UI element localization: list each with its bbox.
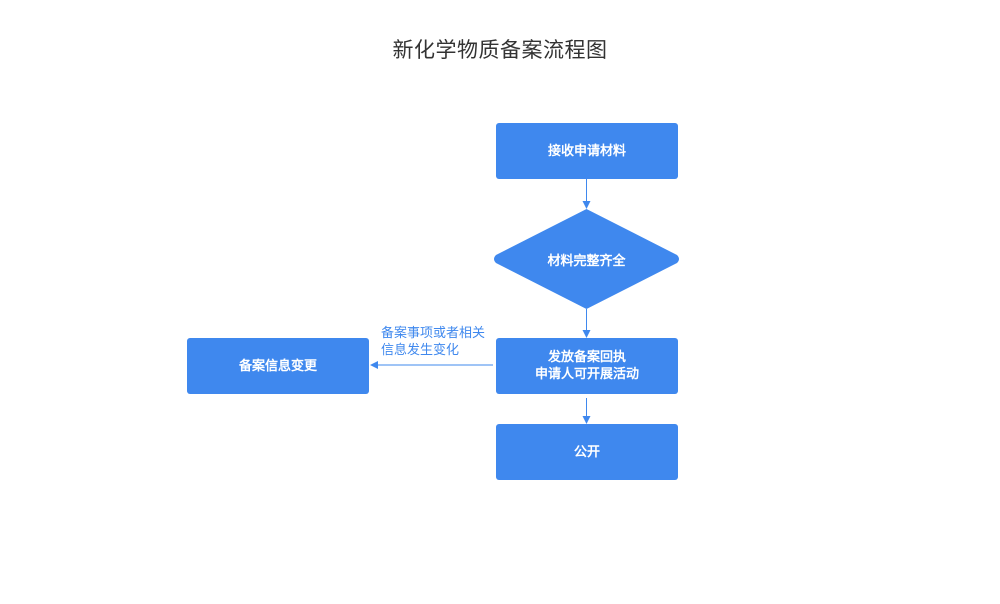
node-issue-label-line1: 发放备案回执: [547, 350, 626, 365]
node-check-label: 材料完整齐全: [547, 253, 626, 269]
diagram-title: 新化学物质备案流程图: [392, 38, 608, 62]
node-check-materials: 材料完整齐全: [496, 209, 677, 309]
node-issue-receipt: 发放备案回执 申请人可开展活动: [496, 338, 678, 394]
node-info-change: 备案信息变更: [187, 338, 369, 394]
edge-label-line1: 备案事项或者相关: [381, 326, 486, 341]
decision-diamond: [494, 209, 679, 309]
node-receive-materials: 接收申请材料: [496, 123, 678, 179]
edge-label-change-condition: 备案事项或者相关 信息发生变化: [381, 325, 485, 359]
node-publish-label: 公开: [573, 444, 600, 460]
node-change-label: 备案信息变更: [238, 358, 317, 374]
node-issue-label-line2: 申请人可开展活动: [534, 367, 639, 382]
edge-label-line2: 信息发生变化: [381, 343, 460, 358]
node-publish: 公开: [496, 424, 678, 480]
node-receive-label: 接收申请材料: [547, 143, 626, 159]
